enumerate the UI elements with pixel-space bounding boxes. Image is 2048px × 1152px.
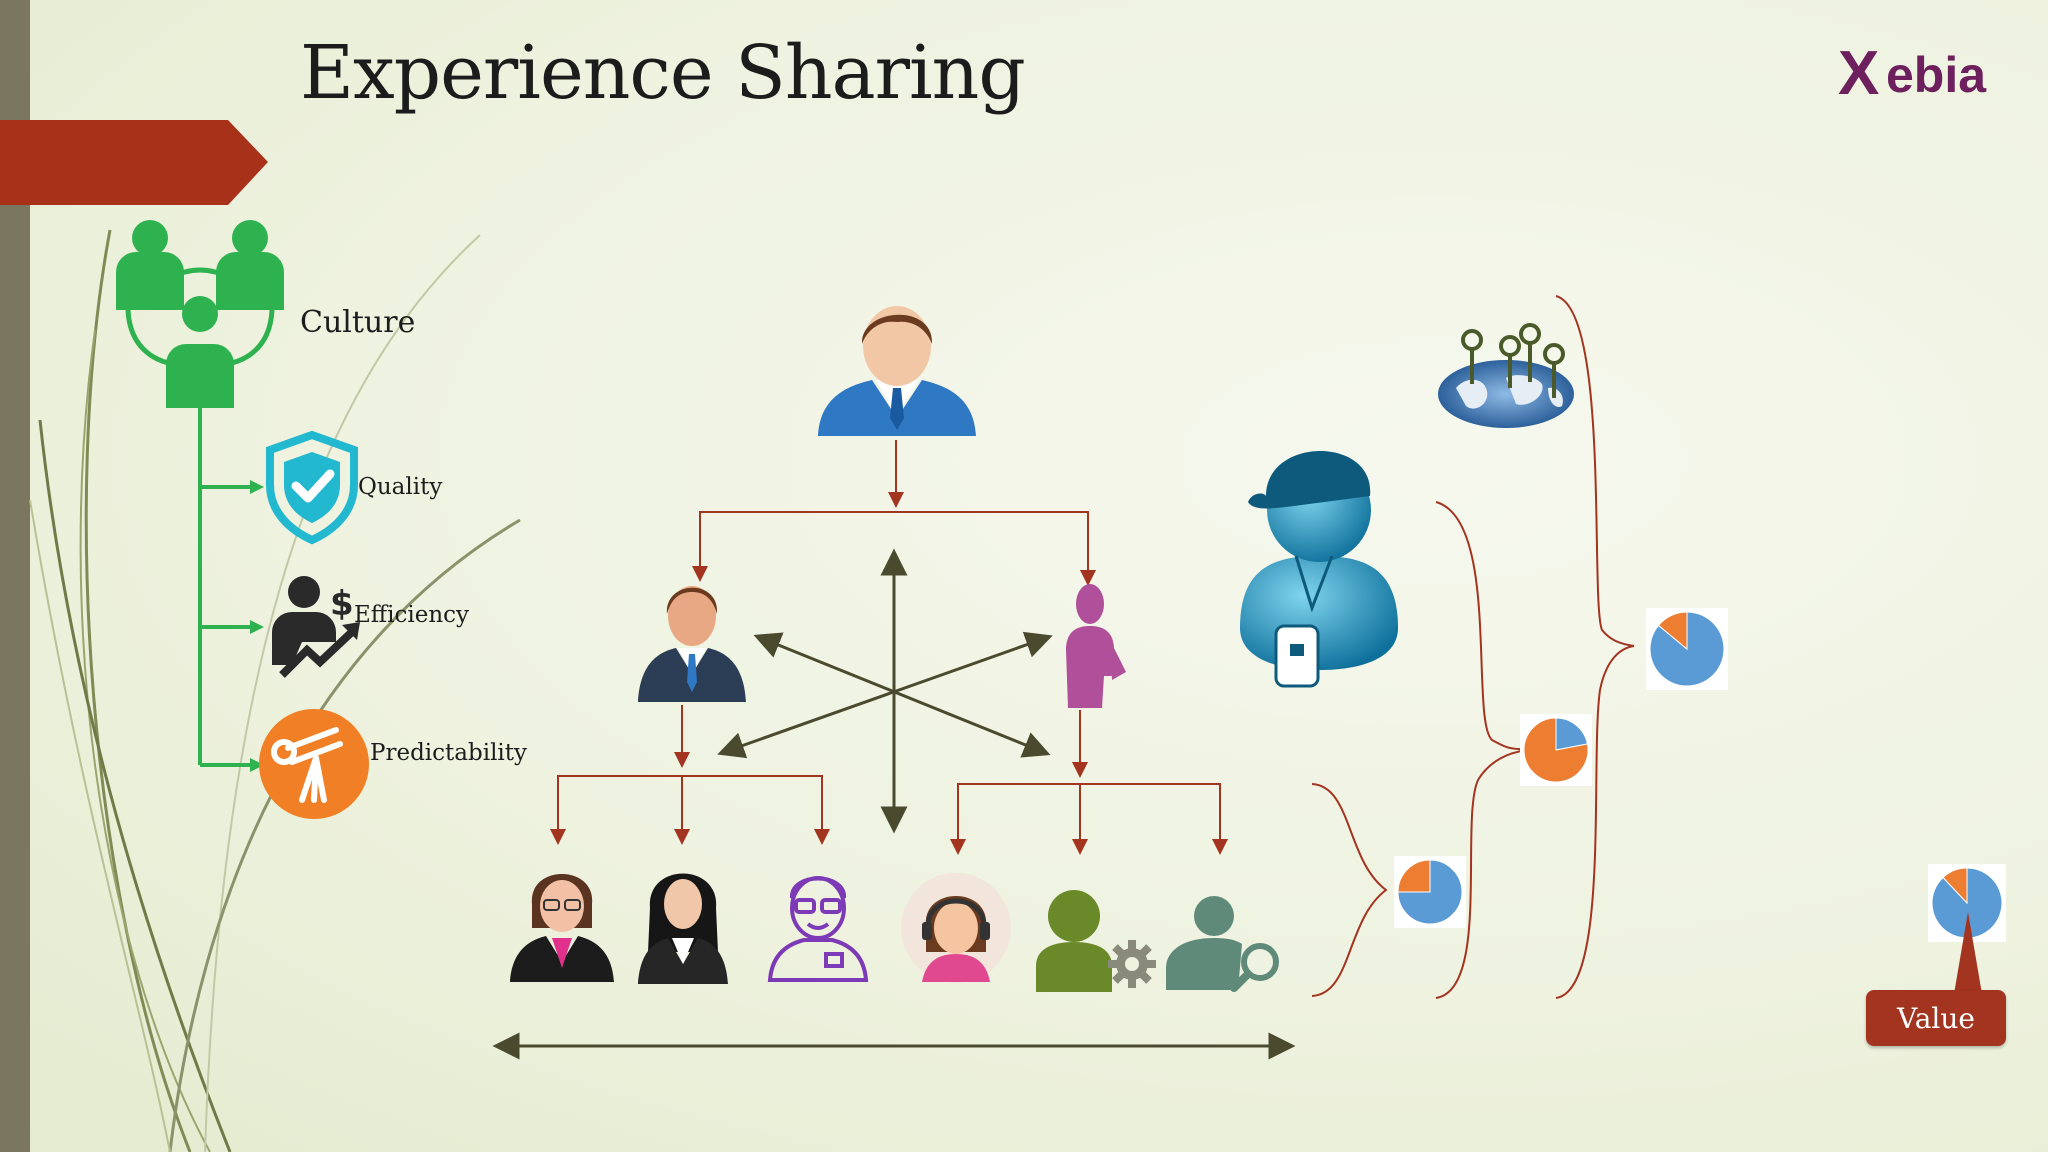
pie-chart-value [1928,864,2006,942]
culture-connector [198,405,264,772]
page-title: Experience Sharing [300,30,1026,116]
shield-check-icon [266,430,358,545]
pie-chart-team [1394,856,1466,928]
value-callout-pointer [1954,912,1982,994]
businessman-growth-icon: $ [272,576,360,678]
pie-chart-unit [1520,714,1592,786]
svg-text:X: X [1838,39,1879,106]
user-search-icon [1166,896,1279,992]
team-network-icon [116,220,284,408]
developer-icon [767,876,869,982]
support-agent-icon [901,873,1011,983]
businesswoman-icon [638,873,728,984]
pie-chart-org [1646,608,1728,690]
pie-slice [1523,717,1589,783]
pillar-label-quality: Quality [358,474,443,500]
pie-slice [1657,611,1688,651]
pie-slice [1397,859,1431,893]
red-arrow-tab [0,120,268,205]
xebia-logo: X ebia [1838,39,1987,106]
world-map-pins-icon [1438,323,1574,428]
svg-text:ebia: ebia [1886,47,1987,103]
pie-slice [1397,859,1463,925]
pillar-label-efficiency: Efficiency [354,602,470,628]
svg-text:$: $ [330,584,354,624]
manager-icon [818,306,976,436]
pillar-label-predictability: Predictability [370,740,528,766]
woman-glasses-icon [510,874,614,982]
culture-label: Culture [300,305,416,340]
decorative-curves [29,229,521,1152]
coach-whistle-icon [1240,451,1398,688]
male-lead-icon [638,586,746,702]
pie-slice [1555,717,1589,751]
female-lead-icon [1066,584,1126,708]
pie-slice [1942,867,1968,905]
telescope-icon [259,709,369,819]
user-settings-icon [1036,890,1156,992]
value-callout: Value [1866,990,2006,1046]
